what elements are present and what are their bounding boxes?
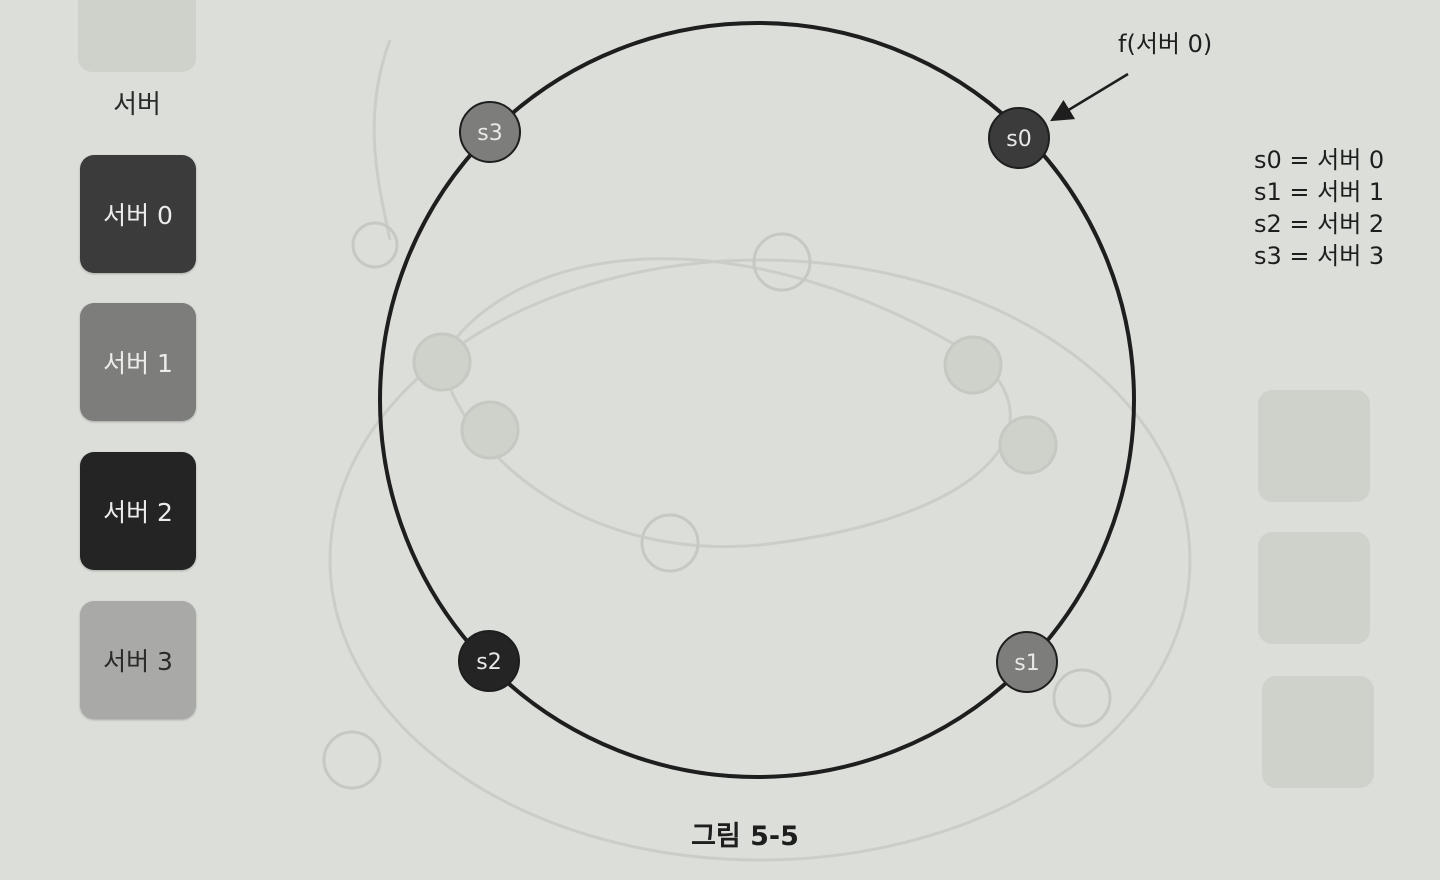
hash-ring xyxy=(378,21,1136,779)
ring-node-s2: s2 xyxy=(458,630,520,692)
ring-node-s2-marker xyxy=(458,630,520,692)
server-2-box: 서버 2 xyxy=(80,452,196,570)
ring-node-s2-label: s2 xyxy=(476,650,501,675)
mapping-item: s1 = 서버 1 xyxy=(1254,178,1385,206)
bleed-through-box xyxy=(1262,676,1374,788)
mapping-item: s3 = 서버 3 xyxy=(1254,242,1385,270)
ring-node-s3: s3 xyxy=(459,101,521,163)
ring-node-s0-marker xyxy=(988,107,1050,169)
ring-node-s0: s0 xyxy=(988,107,1050,169)
bleed-through-box xyxy=(78,0,196,72)
bleed-through-box xyxy=(1258,390,1370,502)
server-1-box: 서버 1 xyxy=(80,303,196,421)
mapping-item: s0 = 서버 0 xyxy=(1254,146,1385,174)
ring-node-s3-label: s3 xyxy=(477,121,502,146)
hash-function-label: f(서버 0) xyxy=(1118,30,1212,58)
legend-title: 서버 xyxy=(113,90,161,120)
ring-node-s3-marker xyxy=(459,101,521,163)
ring-node-s1-label: s1 xyxy=(1014,651,1039,676)
hash-function-arrow xyxy=(1050,72,1129,122)
bleed-through-nodes xyxy=(322,221,1112,790)
bleed-through-curves xyxy=(328,39,1192,862)
server-0-box: 서버 0 xyxy=(80,155,196,273)
bleed-through-box xyxy=(1258,532,1370,644)
figure-caption: 그림 5-5 xyxy=(691,821,799,852)
mapping-item: s2 = 서버 2 xyxy=(1254,210,1385,238)
ring-node-s1: s1 xyxy=(996,631,1058,693)
server-3-box: 서버 3 xyxy=(80,601,196,719)
ring-node-s0-label: s0 xyxy=(1006,127,1031,152)
ring-node-s1-marker xyxy=(996,631,1058,693)
node-server-mapping: s0 = 서버 0 s1 = 서버 1 s2 = 서버 2 s3 = 서버 3 xyxy=(1254,144,1384,272)
